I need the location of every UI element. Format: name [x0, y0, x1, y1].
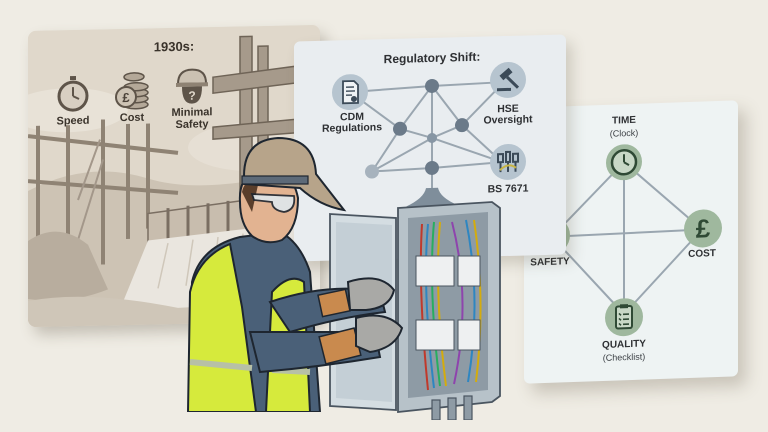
- safety-label: SAFETY: [530, 256, 570, 269]
- regulatory-panel: Regulatory Shift: CDM Regulations H: [294, 34, 566, 262]
- clock-icon: [606, 144, 642, 181]
- svg-text:?: ?: [188, 89, 195, 103]
- clipboard-checklist-icon: [605, 298, 643, 337]
- gavel-icon: [490, 61, 526, 98]
- regulatory-network-diagram: [349, 78, 505, 207]
- quality-sublabel: (Checklist): [602, 351, 646, 363]
- hard-hat-question-icon: ?: [174, 65, 210, 106]
- time-label: TIME: [612, 114, 636, 127]
- document-seal-icon: [332, 74, 368, 111]
- cost-label: Cost: [119, 111, 145, 125]
- history-title: 1930s:: [153, 38, 195, 55]
- minimal-safety-label: Minimal Safety: [172, 106, 213, 131]
- electrical-plugs-icon: [490, 143, 526, 180]
- pound-coins-icon: £: [114, 68, 152, 113]
- minimal-safety-line2: Safety: [175, 117, 209, 131]
- hse-label: HSE Oversight: [483, 103, 533, 127]
- hse-line2: Oversight: [483, 113, 533, 127]
- history-panel: 1930s: Speed £ Cost: [28, 24, 320, 328]
- bs7671-label: BS 7671: [487, 182, 529, 196]
- svg-text:£: £: [696, 213, 711, 244]
- quality-label: QUALITY: [602, 338, 646, 352]
- svg-text:£: £: [122, 90, 130, 105]
- stopwatch-icon: [56, 74, 90, 115]
- dam-construction-scene: [28, 24, 320, 328]
- regulatory-title: Regulatory Shift:: [383, 49, 481, 67]
- cost-node-label: COST: [688, 248, 716, 261]
- pound-icon: £: [684, 209, 722, 248]
- electrician-figure: [180, 132, 420, 413]
- speed-label: Speed: [56, 114, 90, 128]
- time-sublabel: (Clock): [609, 127, 639, 139]
